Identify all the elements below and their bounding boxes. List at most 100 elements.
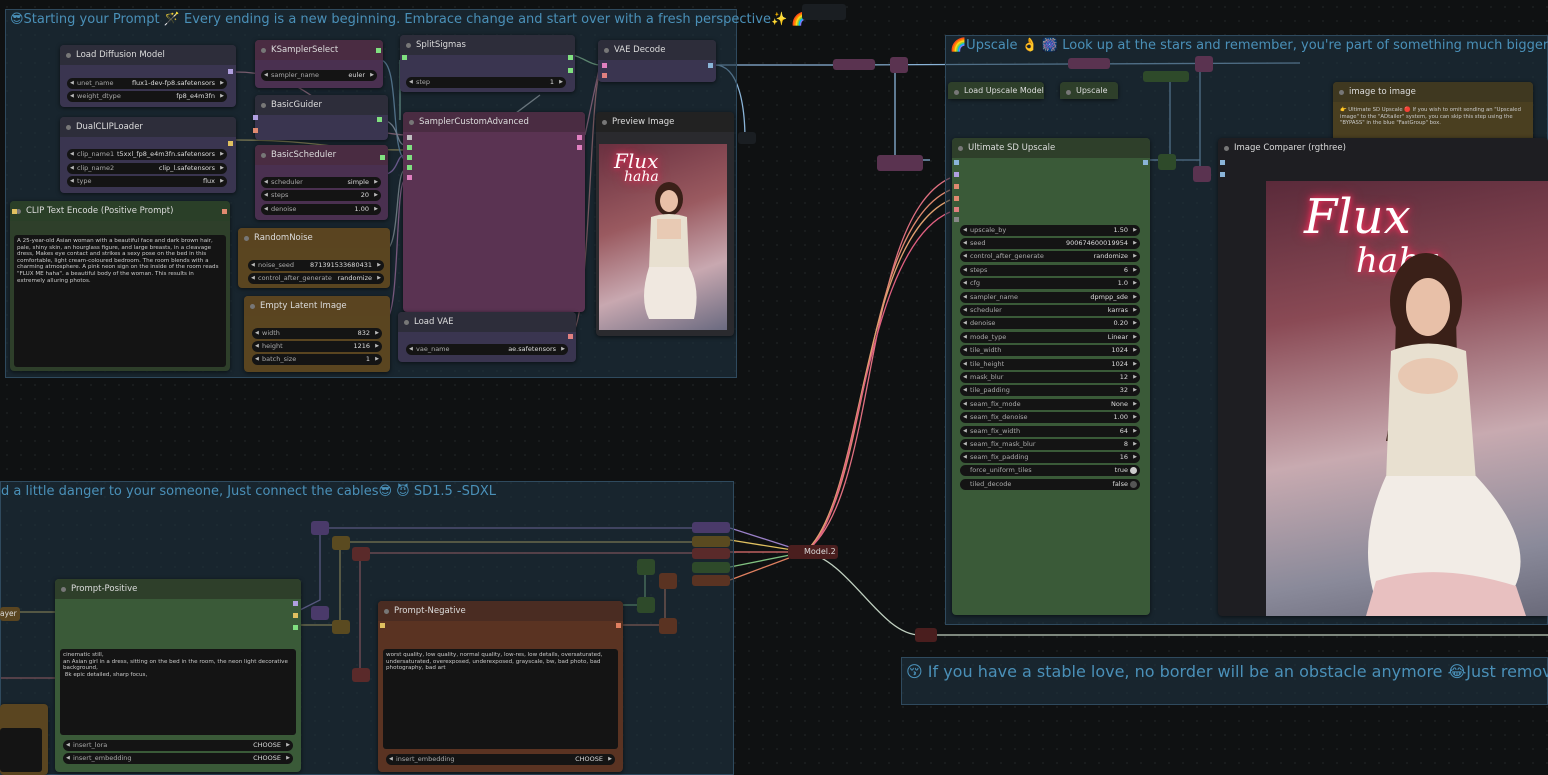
latent-input-port[interactable] xyxy=(407,175,412,180)
node-load-upscale-model[interactable]: Load Upscale Model xyxy=(948,82,1044,99)
reroute-model-out[interactable] xyxy=(915,628,937,642)
reroute-upscale-1[interactable] xyxy=(1068,58,1110,69)
node-dualcliploader[interactable]: DualCLIPLoader clip_name1t5xxl_fp8_e4m3f… xyxy=(60,117,236,193)
node-load-diffusion-model[interactable]: Load Diffusion Model unet_nameflux1-dev-… xyxy=(60,45,236,107)
node-layer-stub[interactable]: ayer xyxy=(0,607,20,621)
conditioning-output-port[interactable] xyxy=(616,623,621,628)
negative-input-port[interactable] xyxy=(954,196,959,201)
reroute-upscale-4[interactable] xyxy=(1158,154,1176,170)
node-samplercustomadvanced[interactable]: SamplerCustomAdvanced xyxy=(403,112,585,312)
reroute-lora-15[interactable] xyxy=(659,618,677,634)
reroute-model-2[interactable]: Model.2 xyxy=(788,545,838,559)
reroute-lora-3[interactable] xyxy=(352,547,370,561)
node-basicguider[interactable]: BasicGuider xyxy=(253,95,388,140)
positive-prompt-textarea[interactable]: cinematic still, an Asian girl in a dres… xyxy=(60,649,296,735)
vae-output-port[interactable] xyxy=(568,334,573,339)
reroute-top[interactable] xyxy=(802,4,846,20)
model-output-port[interactable] xyxy=(293,601,298,606)
reroute-lora-7[interactable] xyxy=(692,522,730,533)
model-input-port[interactable] xyxy=(954,172,959,177)
image-input-port[interactable] xyxy=(954,160,959,165)
clip-output-port[interactable] xyxy=(293,613,298,618)
high-sigmas-output-port[interactable] xyxy=(568,55,573,60)
noise-input-port[interactable] xyxy=(407,135,412,140)
low-sigmas-output-port[interactable] xyxy=(568,68,573,73)
reroute-lora-8[interactable] xyxy=(692,536,730,547)
reroute-lora-14[interactable] xyxy=(637,597,655,613)
guider-output-port[interactable] xyxy=(377,117,382,122)
image-output-port[interactable] xyxy=(1143,160,1148,165)
node-preview-image[interactable]: Preview Image Flux haha xyxy=(596,112,734,336)
upscale-by-widget[interactable]: upscale_by1.50 xyxy=(960,225,1140,236)
node-partial-bottom-left[interactable] xyxy=(0,704,48,775)
sampler-input-port[interactable] xyxy=(407,155,412,160)
conditioning-output-port[interactable] xyxy=(293,625,298,630)
guider-input-port[interactable] xyxy=(407,145,412,150)
node-clip-text-encode[interactable]: CLIP Text Encode (Positive Prompt) A 25-… xyxy=(10,201,230,371)
negative-prompt-textarea[interactable]: worst quality, low quality, normal quali… xyxy=(383,649,618,749)
reroute-lora-5[interactable] xyxy=(332,620,350,634)
reroute-lora-2[interactable] xyxy=(332,536,350,550)
conditioning-input-port[interactable] xyxy=(253,128,258,133)
positive-input-port[interactable] xyxy=(954,184,959,189)
clip-output-port[interactable] xyxy=(228,141,233,146)
vae-input-port[interactable] xyxy=(602,73,607,78)
node-vae-decode[interactable]: VAE Decode xyxy=(598,40,716,82)
node-prompt-negative[interactable]: Prompt-Negative worst quality, low quali… xyxy=(378,601,623,772)
reroute-upscale-3[interactable] xyxy=(1143,71,1189,82)
image-b-input-port[interactable] xyxy=(1220,172,1225,177)
clip-input-port[interactable] xyxy=(12,209,17,214)
reroute-lora-9[interactable] xyxy=(692,548,730,559)
reroute-image-2[interactable] xyxy=(890,57,908,73)
reroute-lora-12[interactable] xyxy=(637,559,655,575)
sampler-output-port[interactable] xyxy=(376,48,381,53)
conditioning-output-port[interactable] xyxy=(222,209,227,214)
sigmas-input-port[interactable] xyxy=(402,55,407,60)
samples-input-port[interactable] xyxy=(602,63,607,68)
reroute-lora-11[interactable] xyxy=(692,575,730,586)
reroute-image-1[interactable] xyxy=(833,59,875,70)
partial-textarea[interactable] xyxy=(0,728,42,772)
reroute-upscale-2[interactable] xyxy=(1195,56,1213,72)
clip-input-port[interactable] xyxy=(380,623,385,628)
upscale-model-input-port[interactable] xyxy=(954,217,959,222)
sigmas-input-port[interactable] xyxy=(407,165,412,170)
sigmas-output-port[interactable] xyxy=(380,155,385,160)
positive-prompt-textarea[interactable]: A 25-year-old Asian woman with a beautif… xyxy=(14,235,226,367)
reroute-lora-4[interactable] xyxy=(311,606,329,620)
reroute-lora-6[interactable] xyxy=(352,668,370,682)
node-image-comparer[interactable]: Image Comparer (rgthree) Flux haha xyxy=(1218,138,1548,616)
